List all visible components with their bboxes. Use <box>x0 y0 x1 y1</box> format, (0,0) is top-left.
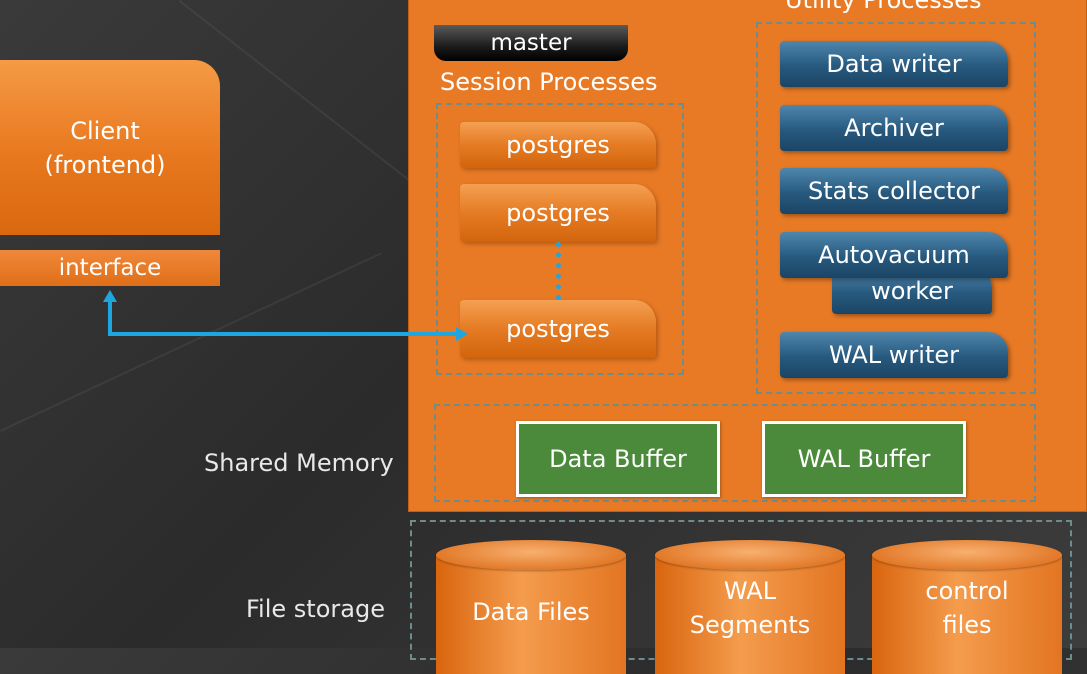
session-process-postgres: postgres <box>460 184 656 242</box>
utility-process-stats-collector: Stats collector <box>780 168 1008 214</box>
session-processes-group <box>436 103 684 375</box>
utility-processes-group <box>756 22 1036 394</box>
shared-memory-label: Shared Memory <box>204 449 394 477</box>
cylinder-label: Segments <box>689 611 811 639</box>
wal-segments-cylinder: WAL Segments <box>655 540 845 674</box>
session-process-postgres: postgres <box>460 300 656 358</box>
cylinder-label: files <box>942 611 992 639</box>
cylinder-label: WAL <box>723 577 777 605</box>
utility-processes-label: Utility Processes <box>785 0 982 14</box>
data-files-cylinder: Data Files <box>436 540 626 674</box>
client-frontend: Client (frontend) <box>0 60 220 235</box>
utility-process-data-writer: Data writer <box>780 41 1008 87</box>
process-dotted-connector <box>556 242 561 300</box>
client-interface: interface <box>0 250 220 286</box>
master-process: master <box>434 25 628 61</box>
shared-memory-group <box>434 404 1036 502</box>
control-files-cylinder: control files <box>872 540 1062 674</box>
utility-process-autovacuum: Autovacuum <box>780 232 1008 278</box>
client-title: Client <box>70 116 140 145</box>
cylinder-label: Data Files <box>472 598 590 626</box>
client-subtitle: (frontend) <box>44 150 166 179</box>
session-processes-label: Session Processes <box>440 68 658 96</box>
data-buffer: Data Buffer <box>516 421 720 497</box>
session-process-postgres: postgres <box>460 122 656 168</box>
utility-process-autovacuum-worker-label: worker <box>871 277 953 305</box>
client-connection-arrow <box>103 290 468 341</box>
utility-process-archiver: Archiver <box>780 105 1008 151</box>
wal-buffer: WAL Buffer <box>762 421 966 497</box>
cylinder-label: control <box>925 577 1009 605</box>
file-storage-label: File storage <box>246 595 385 623</box>
utility-process-wal-writer: WAL writer <box>780 332 1008 378</box>
